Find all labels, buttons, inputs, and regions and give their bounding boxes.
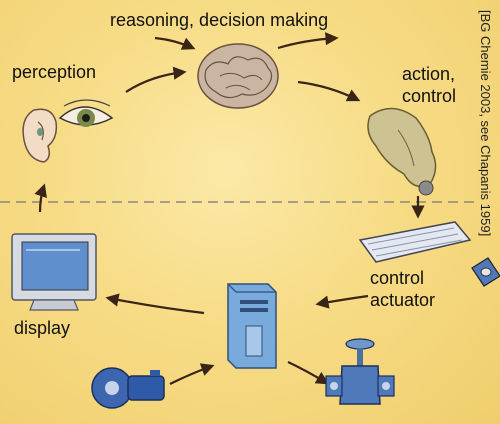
display-label: display: [14, 318, 71, 338]
source-citation: [BG Chemie 2003, see Chapanis 1959]: [478, 10, 493, 237]
arrow-pump-to-computer: [169, 363, 215, 385]
valve-icon: [325, 338, 395, 405]
control-actuator-label-line1: control: [370, 268, 425, 288]
flow-arrows: [34, 32, 425, 385]
arrow-display-to-perception: [34, 183, 47, 213]
control-actuator-label-line2: actuator: [370, 290, 436, 310]
arrow-brain-to-reasoning-right: [277, 32, 339, 50]
action-label-line1: action,: [402, 64, 456, 84]
perception-label: perception: [12, 62, 97, 82]
pump-icon: [91, 367, 165, 409]
monitor-icon: [11, 233, 97, 311]
hand-icon: [367, 107, 437, 196]
arrow-actuator-to-computer: [315, 294, 369, 309]
reasoning-label: reasoning, decision making: [110, 10, 329, 30]
arrow-brain-to-action: [297, 80, 361, 102]
arrow-reasoning-to-brain: [154, 36, 196, 50]
eye-icon: [58, 99, 114, 127]
action-label-line2: control: [402, 86, 457, 106]
arrow-computer-to-display: [105, 293, 205, 315]
keyboard-icon: [358, 221, 472, 263]
ear-icon: [22, 108, 58, 163]
joystick-icon: [471, 257, 500, 287]
arrow-computer-to-valve: [287, 361, 330, 385]
arrow-perception-to-brain: [125, 66, 187, 93]
computer-tower-icon: [227, 283, 277, 369]
brain-icon: [197, 43, 279, 109]
